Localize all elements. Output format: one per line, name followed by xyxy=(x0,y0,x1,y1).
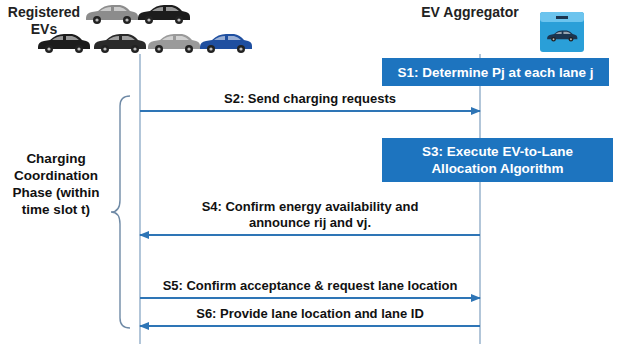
lifeline-heading: EV Aggregator xyxy=(408,4,532,21)
message-arrow xyxy=(140,234,480,236)
lifeline xyxy=(139,54,140,344)
box-text: S1: Determine Pj at each lane j xyxy=(392,64,600,81)
car-icon xyxy=(86,5,138,24)
message-arrow xyxy=(140,325,480,327)
message-arrow xyxy=(140,297,480,299)
message-label: S6: Provide lane location and lane ID xyxy=(158,306,462,322)
message-label: S5: Confirm acceptance & request lane lo… xyxy=(148,278,472,294)
process-box: S1: Determine Pj at each lane j xyxy=(382,58,609,86)
message-label: S4: Confirm energy availability and anno… xyxy=(183,199,437,231)
car-icon xyxy=(200,34,252,53)
car-icon xyxy=(138,5,190,24)
process-box: S3: Execute EV-to-Lane Allocation Algori… xyxy=(382,138,613,182)
brace xyxy=(111,96,130,328)
box-text: S3: Execute EV-to-Lane Allocation Algori… xyxy=(382,143,613,177)
lifeline xyxy=(479,54,480,344)
aggregator-icon xyxy=(540,12,584,52)
message-label: S2: Send charging requests xyxy=(188,91,432,107)
lifeline-heading: Registered EVs xyxy=(6,4,82,38)
car-icon xyxy=(94,34,146,53)
car-icon xyxy=(148,34,200,53)
phase-label: Charging Coordination Phase (within time… xyxy=(2,150,110,218)
message-arrow xyxy=(140,110,480,112)
